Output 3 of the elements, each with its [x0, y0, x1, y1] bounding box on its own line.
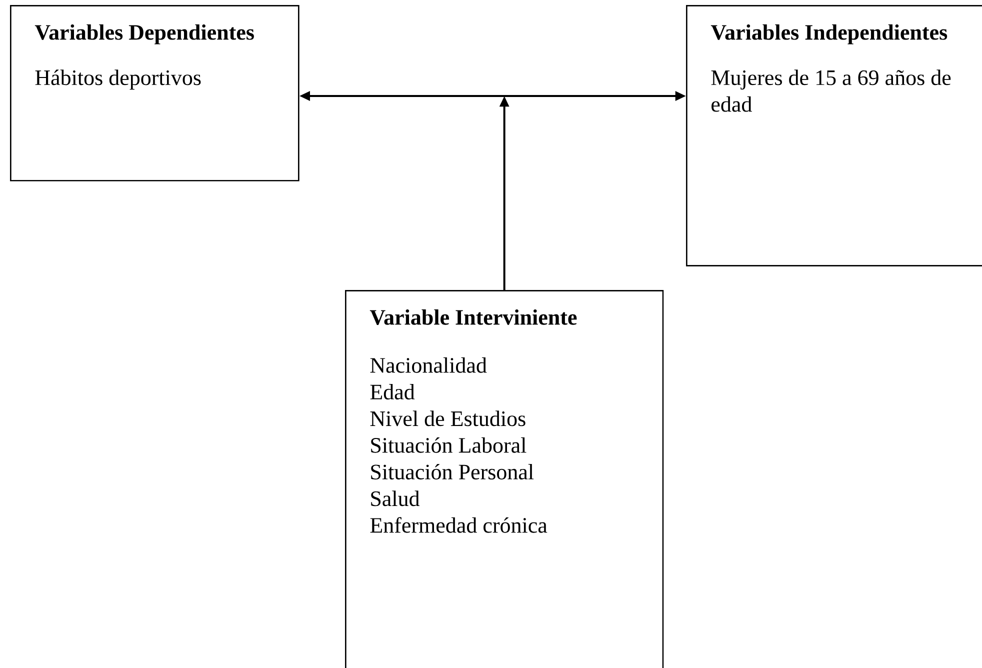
variable-box: Variable Interviniente Nacionalidad Edad Nivel de Estudios Situación Laboral Situación Personal Salud Enfermedad crónica	[345, 290, 664, 668]
variable-box: Variables Independientes Mujeres de 15 a 69 años de edad	[686, 5, 982, 266]
variable-box: Variables Dependientes Hábitos deportivos	[10, 5, 300, 182]
